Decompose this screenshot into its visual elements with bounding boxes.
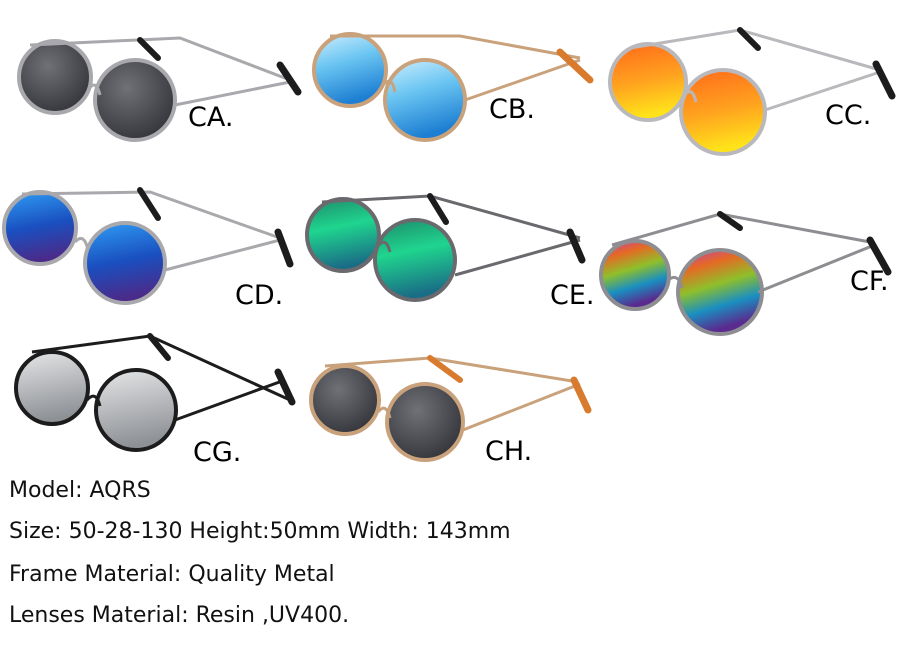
spec-value: 50-28-130 Height:50mm Width: 143mm <box>68 519 511 544</box>
variant-code: CF. <box>850 266 889 297</box>
lens-left <box>305 197 381 273</box>
lens-left <box>17 39 93 115</box>
lens-left <box>309 364 381 436</box>
lens-left <box>2 190 78 266</box>
spec-value: Resin ,UV400. <box>195 603 350 628</box>
lens-right <box>676 248 764 336</box>
spec-lenses-material: Lenses MaterialResin ,UV400. <box>9 603 349 628</box>
lens-right <box>385 382 465 462</box>
variant-cc: CC. <box>600 0 900 170</box>
sunglasses-image <box>608 27 896 156</box>
spec-size: Size50-28-130 Height:50mm Width: 143mm <box>9 519 511 544</box>
variant-code: CA. <box>188 102 234 133</box>
variant-ce: CE. <box>300 180 600 320</box>
variant-code: CE. <box>550 280 595 311</box>
variant-code: CH. <box>485 436 533 467</box>
spec-label: Size <box>9 519 69 544</box>
sunglasses-image <box>309 355 592 462</box>
lens-right <box>93 58 177 142</box>
variant-code: CD. <box>235 280 284 311</box>
spec-frame-material: Frame MaterialQuality Metal <box>9 562 335 587</box>
spec-label: Frame Material <box>9 562 188 587</box>
variant-cf: CF. <box>599 180 900 340</box>
variant-ch: CH. <box>300 340 600 470</box>
lens-right <box>94 368 178 452</box>
variant-cb: CB. <box>300 0 600 160</box>
variant-cg: CG. <box>0 330 300 470</box>
spec-model: ModelAQRS <box>9 478 151 503</box>
lens-left <box>608 42 688 122</box>
variant-cd: CD. <box>0 180 300 320</box>
lens-left <box>599 239 671 311</box>
lens-right <box>383 58 467 142</box>
lens-left <box>14 350 90 426</box>
sunglasses-image <box>305 193 586 302</box>
sunglasses-image <box>2 187 294 305</box>
lens-right <box>373 218 457 302</box>
spec-value: Quality Metal <box>188 562 335 587</box>
sunglasses-image <box>14 333 296 452</box>
variant-code: CC. <box>825 100 872 131</box>
sunglasses-image <box>312 32 594 142</box>
lens-left <box>312 32 388 108</box>
sunglasses-image <box>17 36 302 142</box>
sunglasses-image <box>599 211 892 336</box>
lens-right <box>83 221 167 305</box>
variant-code: CB. <box>489 94 535 125</box>
variant-ca: CA. <box>0 0 302 160</box>
lens-right <box>679 68 767 156</box>
variant-code: CG. <box>193 437 242 468</box>
spec-value: AQRS <box>89 478 151 503</box>
spec-label: Lenses Material <box>9 603 196 628</box>
spec-label: Model <box>9 478 89 503</box>
